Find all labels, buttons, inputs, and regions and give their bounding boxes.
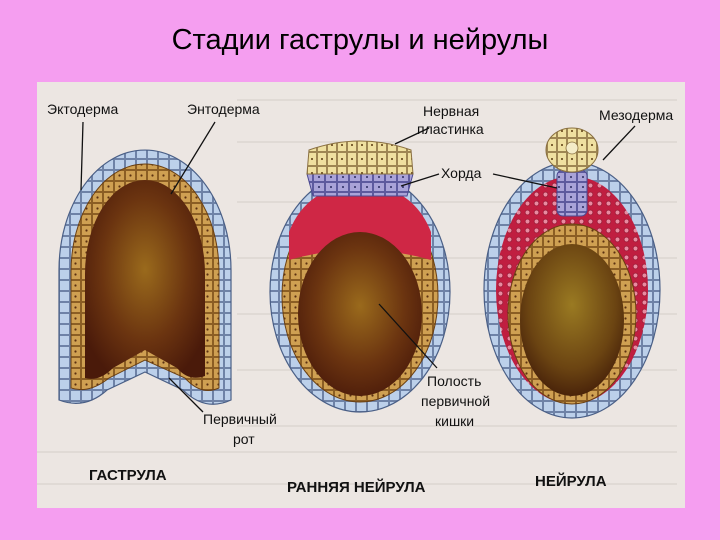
embryo-diagram: Эктодерма Энтодерма Нервная пластинка Ме… xyxy=(37,82,685,508)
early-neurula-mesoderm xyxy=(289,184,431,260)
label-endoderm: Энтодерма xyxy=(187,101,260,117)
label-neural-plate-2: пластинка xyxy=(417,121,484,137)
gastrula-cavity xyxy=(85,180,205,379)
label-primary-mouth-2: рот xyxy=(233,431,255,447)
label-gut-cavity-2: первичной xyxy=(421,393,490,409)
label-mesoderm: Мезодерма xyxy=(599,107,673,123)
label-gut-cavity-1: Полость xyxy=(427,373,481,389)
early-neurula-notochord xyxy=(306,173,414,197)
stage-label-gastrula: ГАСТРУЛА xyxy=(89,467,167,484)
gastrula-embryo xyxy=(58,149,232,405)
stage-label-neurula: НЕЙРУЛА xyxy=(535,472,607,490)
early-neurula-embryo xyxy=(269,140,451,413)
neurula-embryo xyxy=(483,127,661,419)
leader-lines xyxy=(80,121,636,413)
diagram-svg: Эктодерма Энтодерма Нервная пластинка Ме… xyxy=(37,99,677,496)
early-neurula-neural-plate xyxy=(306,140,414,175)
label-ectoderm: Эктодерма xyxy=(47,101,118,117)
label-primary-mouth-1: Первичный xyxy=(203,411,277,427)
label-gut-cavity-3: кишки xyxy=(435,413,474,429)
label-notochord: Хорда xyxy=(441,165,482,181)
early-neurula-cavity xyxy=(298,232,422,396)
label-neural-plate-1: Нервная xyxy=(423,103,479,119)
neurula-cavity xyxy=(520,244,624,396)
stage-label-early-neurula: РАННЯЯ НЕЙРУЛА xyxy=(287,478,426,496)
neurula-notochord xyxy=(556,169,588,217)
slide-title: Стадии гаструлы и нейрулы xyxy=(171,24,549,56)
